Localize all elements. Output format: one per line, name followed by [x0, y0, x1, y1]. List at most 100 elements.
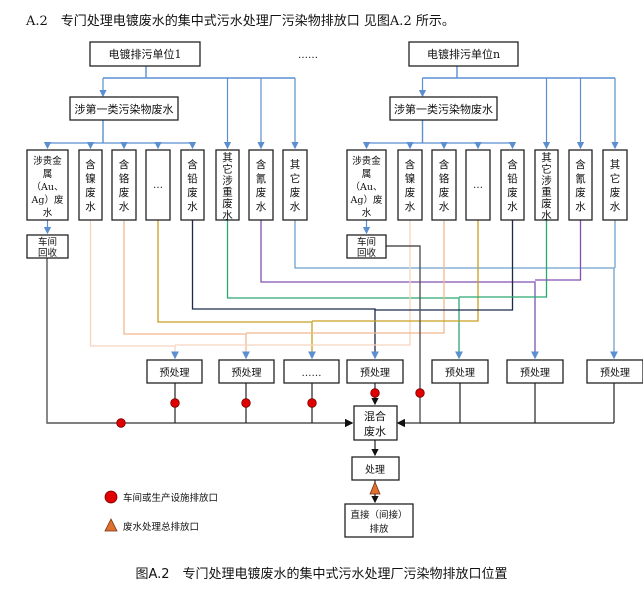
category-label-chromium: 废	[439, 186, 450, 199]
category-label-cyanide: 含	[575, 158, 586, 171]
mixed-wastewater-box	[353, 405, 398, 441]
category-label-precious: 属	[43, 169, 53, 180]
sources-ellipsis: ……	[298, 50, 318, 61]
other-first-waste-line	[157, 220, 316, 360]
category-label-other: 它	[610, 172, 621, 185]
category-label-lead: 含	[507, 158, 518, 171]
discharge-outlet-icon	[116, 418, 126, 428]
first-class-pollutant-box	[69, 96, 179, 121]
source-unit-box	[89, 41, 201, 67]
category-label-chromium: 水	[119, 201, 130, 213]
category-label-precious: 属	[362, 169, 372, 180]
section-heading: A.2 专门处理电镀废水的集中式污水处理厂污染物排放口 见图A.2 所示。	[26, 14, 455, 29]
legend-red-circle-icon	[104, 490, 118, 504]
cyanide-waste-line	[535, 220, 582, 281]
category-box-other-first	[145, 149, 171, 221]
category-label-cyanide: 氰	[575, 172, 586, 185]
category-label-chromium: 含	[439, 158, 450, 171]
category-box-other-heavy	[534, 149, 559, 221]
source-unit-label: 电镀排污单位1	[109, 47, 182, 61]
nickel-waste-line	[89, 220, 179, 360]
discharge-label: 排放	[369, 523, 389, 535]
category-label-cyanide: 水	[256, 201, 267, 213]
category-label-other: 水	[290, 201, 301, 213]
category-box-precious	[26, 149, 69, 221]
nickel-waste-line	[175, 220, 411, 346]
discharge-outlet-icon	[241, 398, 251, 408]
category-label-other-heavy: 水	[222, 210, 233, 222]
category-label-other: 废	[610, 186, 621, 199]
category-label-other-heavy: 水	[541, 210, 552, 222]
category-label-lead: 废	[507, 186, 518, 199]
category-label-lead: 含	[187, 158, 198, 171]
mixed-wastewater-label: 废水	[364, 424, 386, 438]
category-box-chromium	[431, 149, 457, 221]
other-waste-line	[294, 220, 618, 360]
pretreatment-label: ……	[302, 368, 322, 379]
category-box-other	[602, 149, 628, 221]
category-label-nickel: 水	[405, 201, 416, 213]
category-label-other-heavy: 重	[222, 186, 233, 199]
chromium-waste-line	[123, 220, 250, 360]
category-label-precious: 涉贵金	[352, 155, 381, 167]
legend-label-main-outlet: 废水处理总排放口	[123, 521, 199, 533]
category-label-other-heavy: 废	[222, 197, 233, 210]
category-label-nickel: 含	[405, 158, 416, 171]
category-box-nickel	[397, 149, 423, 221]
category-label-lead: 水	[187, 201, 198, 213]
category-label-chromium: 废	[119, 186, 130, 199]
category-label-precious: Ag）废	[350, 194, 383, 206]
category-box-lead	[500, 149, 525, 221]
category-box-other-first	[465, 149, 491, 221]
pretreatment-box	[146, 359, 203, 384]
pretreatment-box	[506, 359, 564, 384]
pretreatment-label: 预处理	[160, 367, 190, 379]
category-label-other-first: …	[153, 180, 163, 191]
cyanide-waste-line	[260, 220, 539, 360]
category-label-other: 其	[610, 159, 621, 171]
category-label-other: 其	[290, 159, 301, 171]
pretreatment-box	[431, 359, 489, 384]
first-class-pollutant-label: 涉第一类污染物废水	[75, 102, 174, 116]
discharge-label: 直接（间接）	[350, 509, 407, 521]
category-label-other-heavy: 废	[541, 197, 552, 210]
category-label-lead: 铅	[187, 172, 198, 185]
category-box-precious	[346, 149, 387, 221]
category-label-chromium: 铬	[439, 172, 450, 185]
pretreatment-box	[346, 359, 404, 384]
category-label-precious: 水	[43, 207, 53, 219]
category-box-cyanide	[568, 149, 593, 221]
other-heavy-waste-line	[459, 220, 548, 298]
workshop-recovery-label: 车间	[357, 236, 376, 248]
source-unit-label: 电镀排污单位n	[427, 47, 500, 61]
chromium-waste-line	[246, 220, 445, 334]
category-label-chromium: 含	[119, 158, 130, 171]
source-unit-box	[408, 41, 519, 67]
workshop-recovery-label: 车间	[38, 236, 57, 248]
category-label-chromium: 水	[439, 201, 450, 213]
category-label-chromium: 铬	[119, 172, 130, 185]
discharge-outlet-icon	[415, 388, 425, 398]
legend-label-outlet: 车间或生产设施排放口	[123, 492, 218, 504]
category-label-lead: 铅	[507, 172, 518, 185]
category-box-nickel	[78, 149, 103, 221]
category-box-lead	[180, 149, 205, 221]
pretreatment-box	[283, 359, 340, 384]
category-label-nickel: 镍	[405, 172, 416, 185]
category-box-chromium	[111, 149, 137, 221]
category-label-nickel: 含	[85, 158, 96, 171]
figure-caption: 图A.2 专门处理电镀废水的集中式污水处理厂污染物排放口位置	[135, 567, 508, 582]
pretreatment-label: 预处理	[360, 367, 390, 379]
pretreatment-label: 预处理	[232, 367, 262, 379]
category-label-other: 水	[610, 201, 621, 213]
category-label-nickel: 废	[405, 186, 416, 199]
category-label-cyanide: 含	[256, 158, 267, 171]
other-heavy-waste-line	[226, 220, 463, 360]
pretreatment-box	[586, 359, 643, 384]
discharge-outlet-icon	[370, 388, 380, 398]
recovery-drain-line	[46, 258, 354, 428]
category-label-precious: 水	[362, 207, 372, 219]
category-label-nickel: 水	[85, 201, 96, 213]
category-label-cyanide: 水	[575, 201, 586, 213]
